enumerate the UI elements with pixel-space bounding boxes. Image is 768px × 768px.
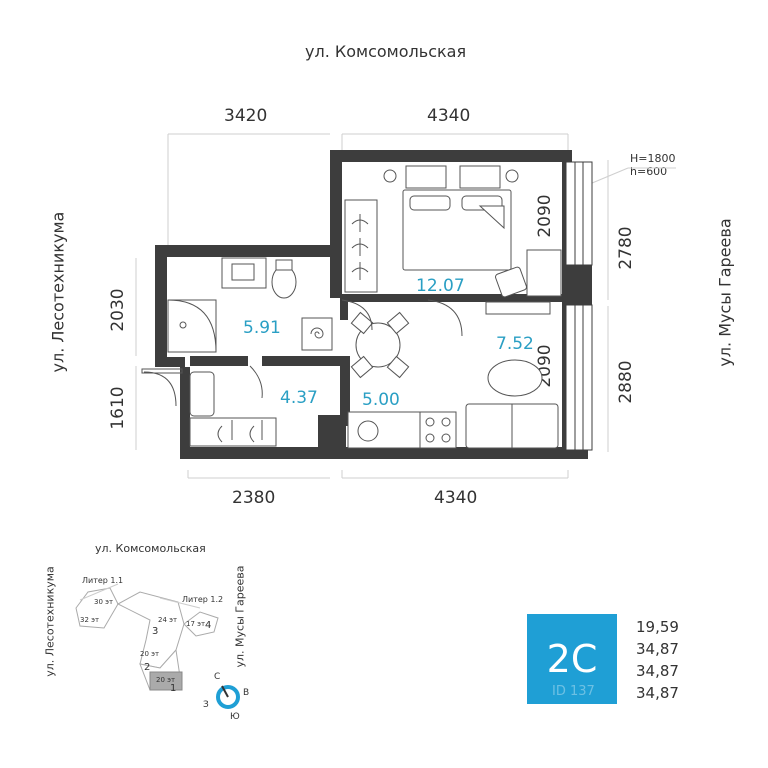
apartment-type-badge: 2С [527,614,617,704]
site-building-2: 2 [144,662,151,673]
site-street-top: ул. Комсомольская [95,542,206,555]
site-building-3: 3 [152,626,159,637]
stat-1: 19,59 [636,618,679,636]
compass-east: В [243,688,250,698]
street-top: ул. Комсомольская [305,42,467,61]
badge-watermark: ID 137 [552,684,595,699]
area-bedroom: 12.07 [416,276,465,296]
site-building-1: 1 [170,683,177,694]
site-floor-24: 24 эт [158,616,178,624]
site-floor-20a: 20 эт [140,650,160,658]
dim-top-right: 4340 [427,106,471,126]
compass-south: Ю [230,712,240,722]
site-litera-1: Литер 1.1 [82,576,124,585]
area-bathroom: 5.91 [243,318,281,338]
compass-north: С [214,672,221,682]
dim-bottom-left: 2380 [232,488,276,508]
site-litera-2: Литер 1.2 [182,595,224,604]
site-floor-17: 17 эт [186,620,206,628]
stat-3: 34,87 [636,662,679,680]
apartment-type-label: 2С [546,637,598,681]
compass-west: З [203,700,209,710]
site-floor-20b: 20 эт [156,676,176,684]
stat-2: 34,87 [636,640,679,658]
area-hall: 4.37 [280,388,318,408]
dim-top-left: 3420 [224,106,268,126]
dim-bottom-right: 4340 [434,488,478,508]
stat-4: 34,87 [636,684,679,702]
site-floor-32: 32 эт [80,616,100,624]
area-living: 7.52 [496,334,534,354]
area-kitchen: 5.00 [362,390,400,410]
window-height-note: H=1800 [630,152,676,165]
site-floor-30: 30 эт [94,598,114,606]
site-building-4: 4 [205,620,212,631]
